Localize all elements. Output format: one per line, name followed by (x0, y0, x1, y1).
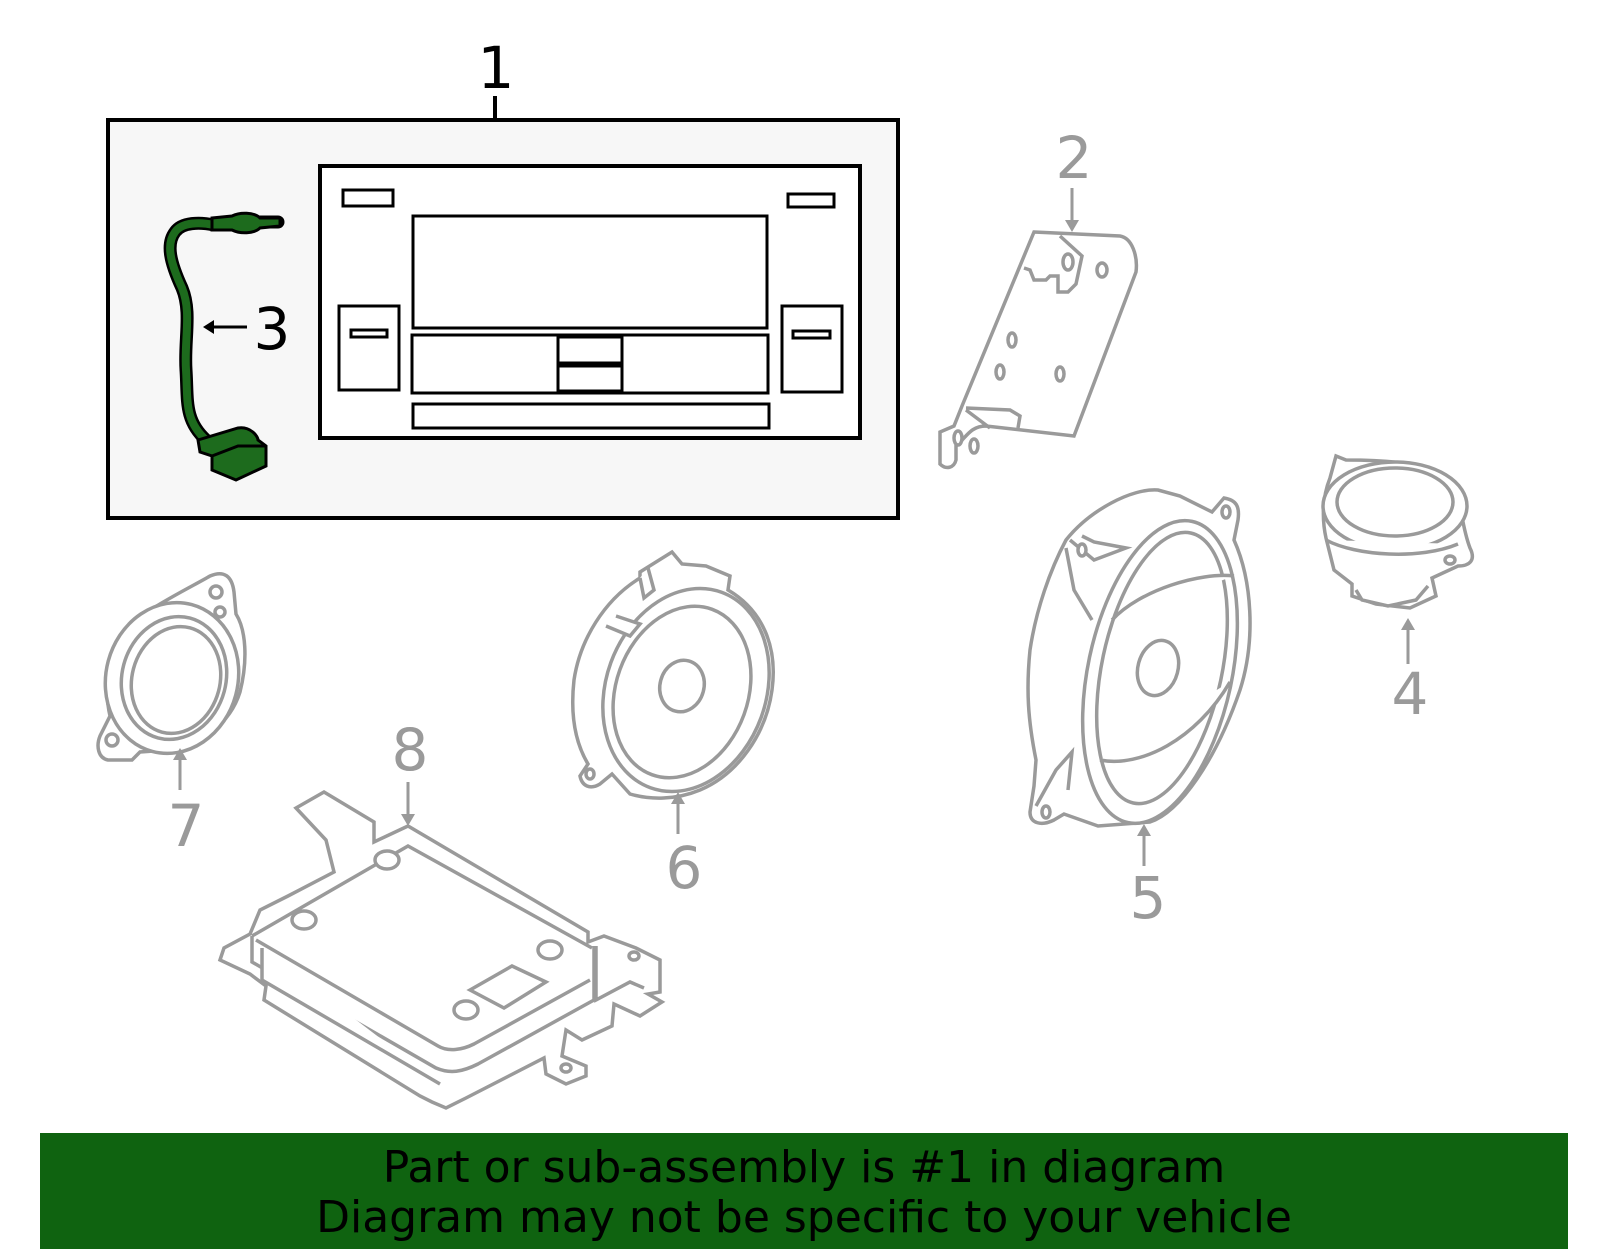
callout-3: 3 (254, 295, 291, 363)
callout-5-arrow (1137, 824, 1151, 866)
callout-5: 5 (1130, 864, 1167, 932)
banner-line-1: Part or sub-assembly is #1 in diagram (382, 1142, 1226, 1193)
part-2-bracket[interactable] (938, 230, 1139, 470)
callout-8: 8 (392, 716, 429, 784)
callout-3-arrow (203, 320, 247, 334)
callout-2: 2 (1056, 124, 1093, 192)
part-6-mid-speaker[interactable] (571, 549, 797, 815)
callout-6: 6 (666, 834, 703, 902)
part-7-small-speaker[interactable] (89, 571, 256, 769)
part-5-large-speaker[interactable] (1026, 488, 1262, 838)
banner-line-2: Diagram may not be specific to your vehi… (316, 1192, 1292, 1243)
callout-7: 7 (168, 792, 205, 860)
callout-2-arrow (1065, 188, 1079, 232)
parts-diagram: 1 2 3 4 5 6 7 8 (89, 34, 1475, 1110)
part-3-antenna-cable[interactable] (163, 211, 285, 482)
callout-4-arrow (1401, 618, 1415, 664)
info-banner: Part or sub-assembly is #1 in diagram Di… (40, 1133, 1568, 1249)
callout-7-arrow (173, 748, 187, 790)
callout-4: 4 (1392, 660, 1429, 728)
callout-6-arrow (671, 792, 685, 834)
part-8-amplifier[interactable] (217, 789, 666, 1110)
callout-8-arrow (401, 782, 415, 826)
callout-1: 1 (478, 34, 515, 102)
part-4-tweeter[interactable] (1321, 453, 1475, 610)
